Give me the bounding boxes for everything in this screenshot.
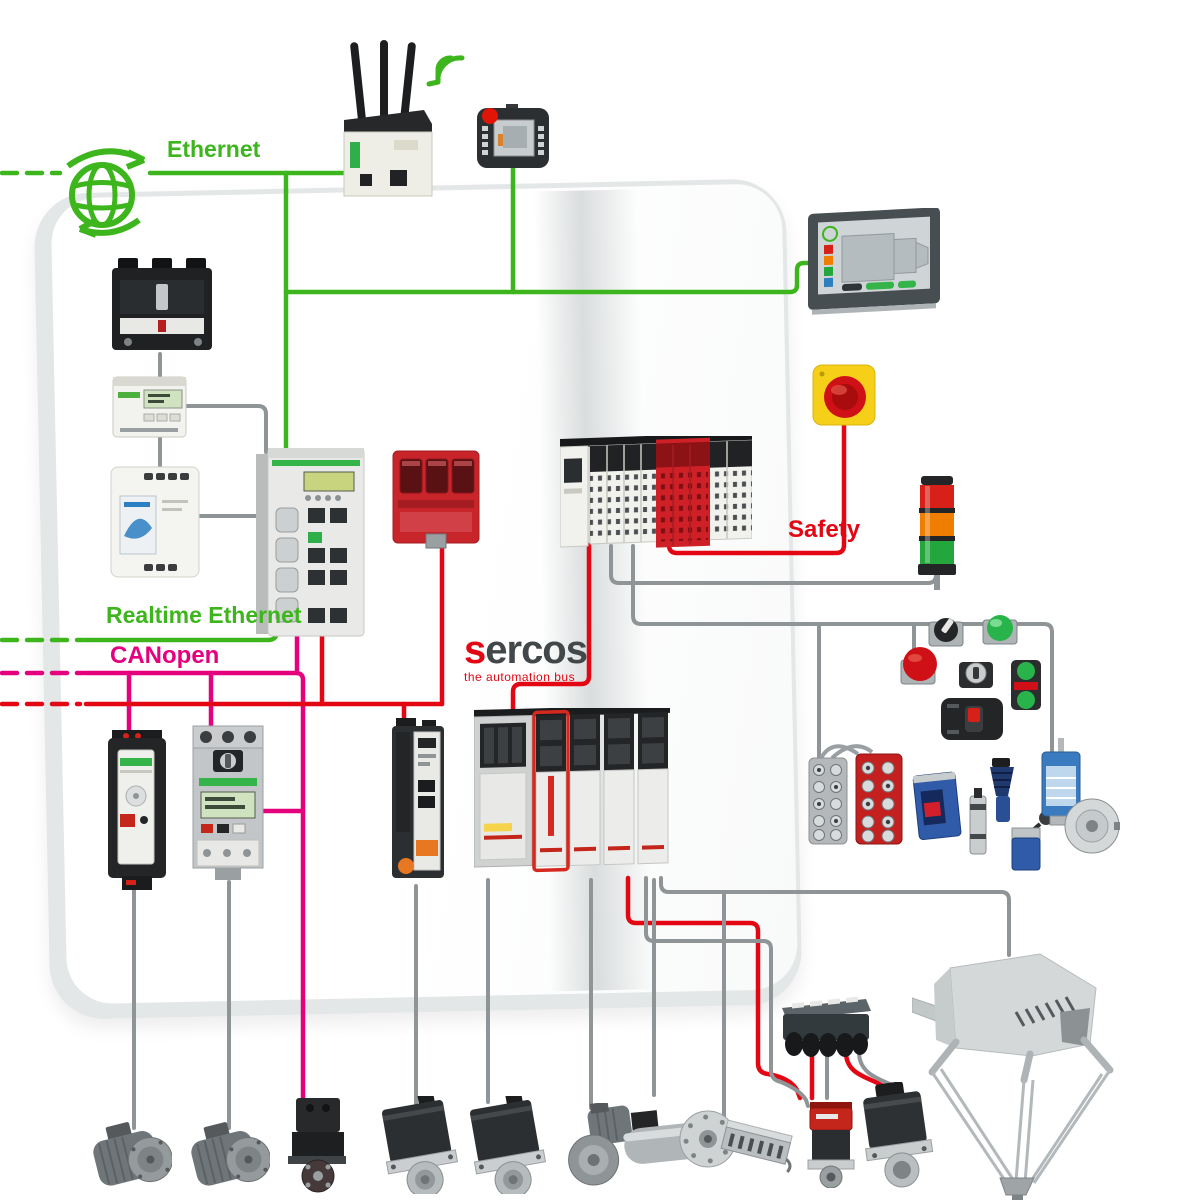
safety-controller (392, 450, 480, 555)
servo1-graphic (382, 1092, 459, 1199)
linear-motor (720, 1116, 794, 1187)
integrated-stepper-motor (278, 1096, 360, 1198)
intservo-graphic (807, 1102, 855, 1189)
induction-motor-1 (92, 1120, 173, 1200)
safety-controller-graphic (392, 450, 480, 549)
ethernet-label: Ethernet (167, 136, 261, 162)
mobile-hmi-graphic (477, 104, 549, 168)
servodrive-graphic (392, 718, 444, 878)
sercos-logo: sercos the automation bus (464, 628, 588, 684)
linear-graphic (720, 1119, 793, 1173)
vsd-graphic (108, 730, 166, 890)
canopen-label: CANopen (110, 642, 220, 669)
internet-globe-icon (40, 140, 175, 245)
router-graphic (343, 40, 433, 197)
sensor-set (912, 730, 1120, 880)
integrated-servo-motor (800, 1096, 862, 1193)
ip67-io-blocks (804, 734, 910, 853)
multiaxis-graphic (473, 704, 670, 873)
breaker-graphic (112, 258, 212, 350)
globe-graphic (66, 148, 146, 238)
motor2-graphic (191, 1122, 271, 1186)
io-graphic (559, 432, 753, 548)
motion-controller (256, 447, 366, 643)
robot-graphic (911, 953, 1114, 1200)
safety-label: Safety (788, 516, 861, 543)
motor-starter (191, 724, 265, 889)
servo-motor-large (860, 1081, 938, 1193)
gear-motor (562, 1101, 638, 1198)
psu-graphic (110, 466, 200, 578)
cable-distribution-box (778, 996, 873, 1065)
variable-speed-drive (106, 730, 168, 897)
hmi-touch-panel (808, 207, 946, 321)
power-supply (110, 466, 200, 583)
servo-motor-1 (378, 1092, 462, 1199)
mobile-hmi (476, 104, 550, 175)
gearmotor-graphic (568, 1101, 633, 1186)
multi-axis-servo-system (473, 704, 672, 889)
stepper-graphic (288, 1098, 346, 1193)
estop-graphic (812, 364, 876, 426)
distbox-graphic (782, 996, 871, 1057)
servo2-graphic (470, 1092, 547, 1199)
servo-drive (386, 718, 450, 893)
sercos-logo-s: s (464, 628, 486, 672)
wireless-router (336, 40, 436, 205)
servo-motor-2 (466, 1092, 550, 1199)
roller-graphic (623, 1110, 737, 1168)
sercos-logo-rest: ercos (485, 628, 588, 672)
starter-graphic (192, 725, 264, 880)
energy-meter (112, 376, 187, 443)
delta-robot (911, 950, 1140, 1200)
servolarge-graphic (863, 1081, 934, 1188)
circuit-breaker (110, 258, 215, 363)
modular-io-system (559, 432, 753, 557)
wifi-graphic (426, 55, 465, 87)
emergency-stop (812, 364, 876, 431)
sercos-tagline: the automation bus (464, 670, 576, 684)
roller-motor (622, 1090, 737, 1197)
realtime-ethernet-label: Realtime Ethernet (106, 602, 302, 628)
stack-light (916, 476, 958, 595)
sensors-graphic (912, 738, 1120, 871)
hmi-panel-graphic (808, 207, 940, 315)
controller-graphic (256, 447, 365, 637)
meter-graphic (112, 376, 187, 438)
induction-motor-2 (190, 1120, 271, 1200)
buttons-graphic (900, 615, 1041, 740)
ip67-graphic (808, 744, 903, 845)
stacklight-graphic (918, 476, 956, 590)
motor1-graphic (93, 1122, 173, 1186)
wifi-signal-icon (424, 46, 472, 99)
